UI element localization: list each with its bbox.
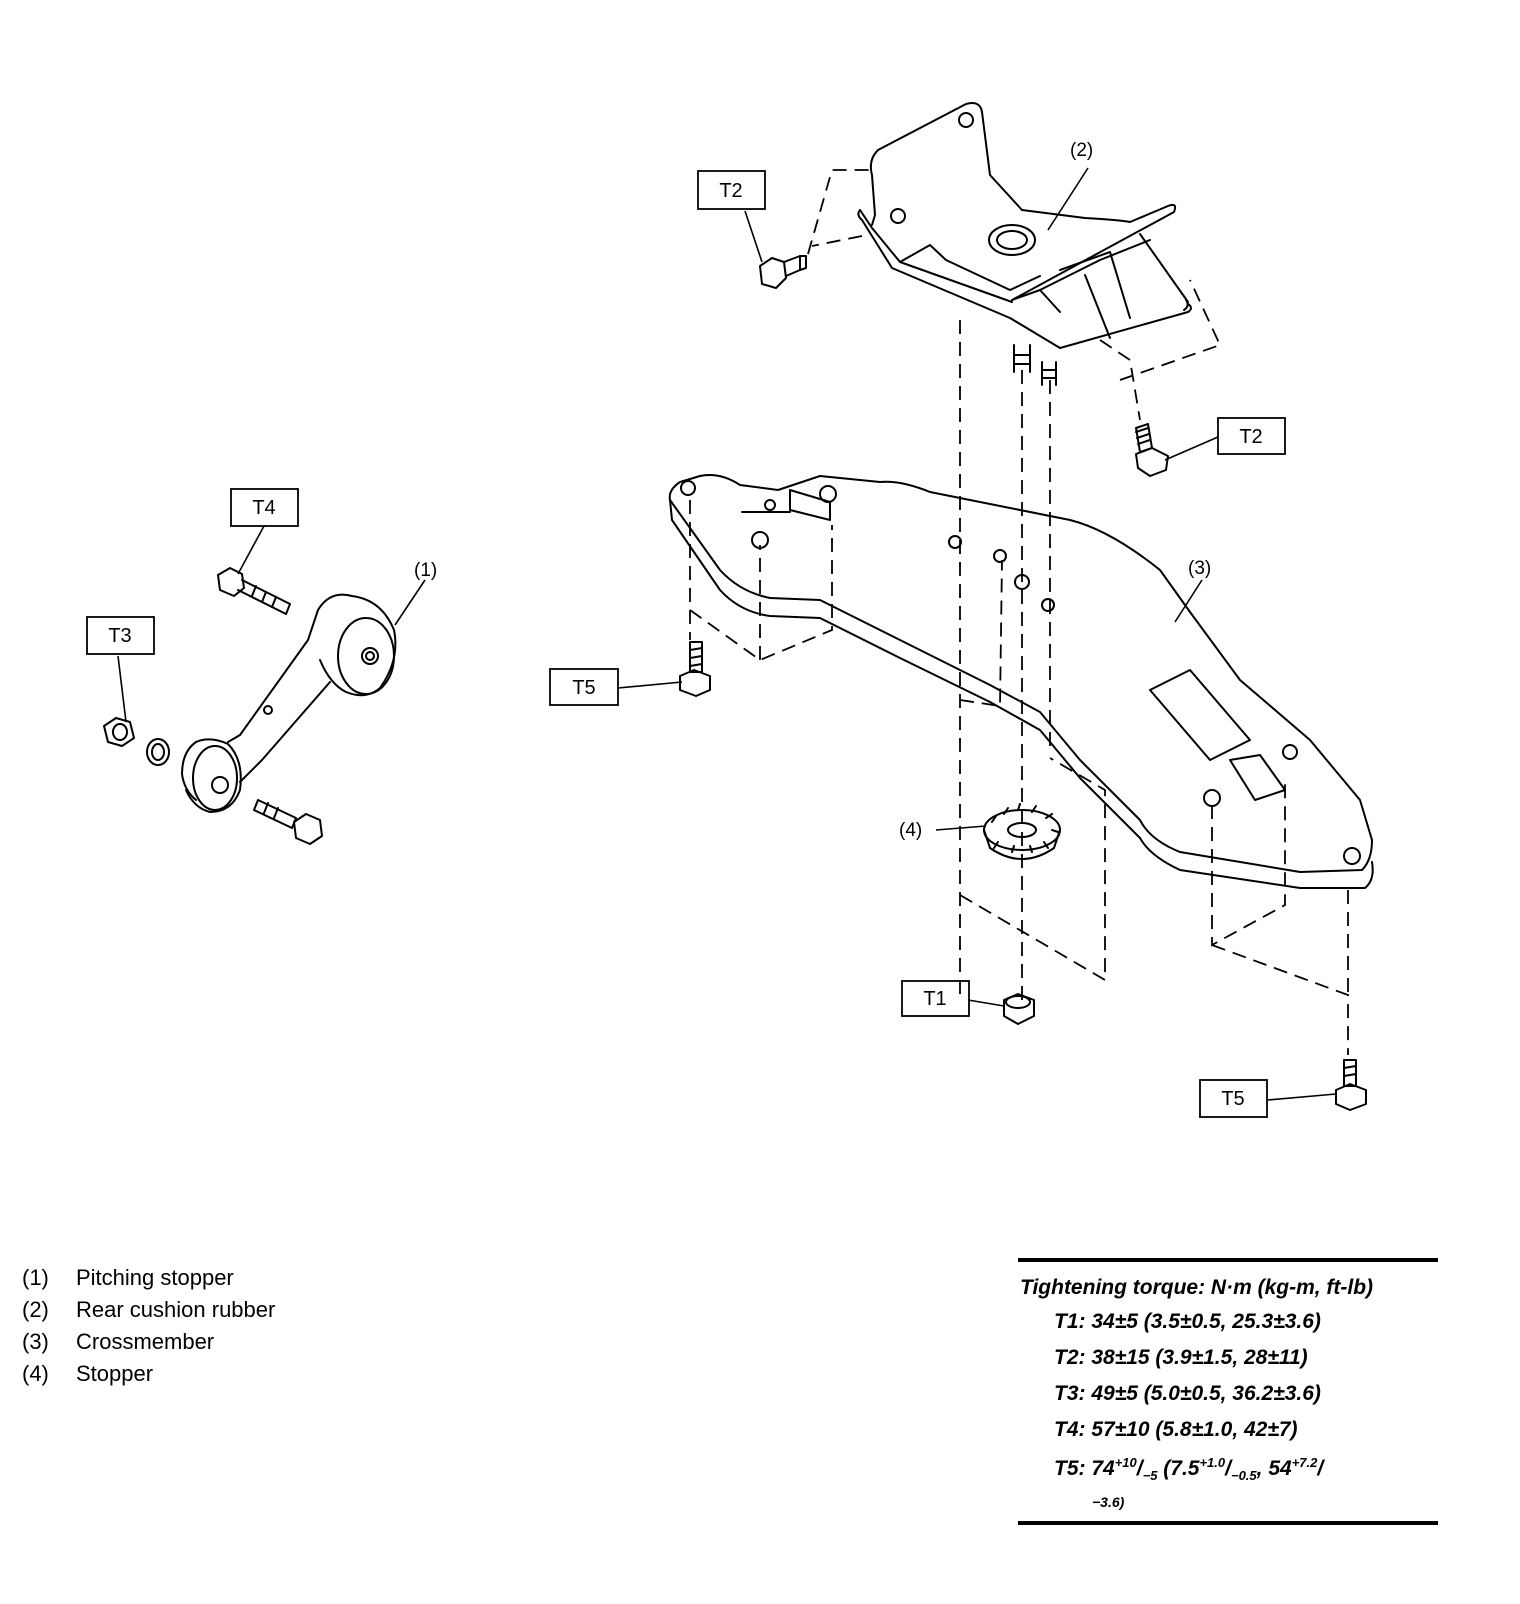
torque-t4: T4: 57±10 (5.8±1.0, 42±7) (1054, 1418, 1298, 1441)
tag-t5-bottom-text: T5 (1221, 1088, 1244, 1110)
torque-t5-sub1: −5 (1142, 1468, 1158, 1484)
legend-label: Rear cushion rubber (76, 1297, 276, 1322)
torque-t5-mid2: , 54 (1256, 1457, 1292, 1480)
torque-t5-slash2: / (1225, 1457, 1231, 1480)
legend-number: (2) (22, 1297, 49, 1322)
tag-t2-right-text: T2 (1239, 426, 1262, 448)
torque-t5: T5: 74+10/−5 (7.5+1.0/−0.5, 54+7.2/ (1054, 1448, 1438, 1491)
tag-t3: T3 (86, 616, 155, 655)
legend-item: (4) Stopper (22, 1358, 275, 1390)
callout-pitching-stopper: (1) (414, 560, 437, 581)
bolt-t2-right (1135, 423, 1169, 477)
tag-t2-upper-text: T2 (719, 180, 742, 202)
torque-t5-slash3: / (1317, 1457, 1324, 1480)
legend-label: Crossmember (76, 1329, 215, 1354)
torque-t5-sub2: −0.5 (1230, 1468, 1257, 1484)
torque-title: Tightening torque: N·m (kg-m, ft-lb) (1020, 1276, 1374, 1299)
bolt-t2-upper (759, 255, 807, 289)
tag-t1: T1 (901, 980, 970, 1017)
torque-t5-slash1: / (1136, 1457, 1143, 1480)
leader-lines (117, 167, 1337, 1101)
torque-t2: T2: 38±15 (3.9±1.5, 28±11) (1054, 1346, 1308, 1369)
nut-t3 (103, 717, 135, 747)
bolt-t4 (217, 567, 291, 615)
legend-item: (2) Rear cushion rubber (22, 1294, 275, 1326)
torque-t1: T1: 34±5 (3.5±0.5, 25.3±3.6) (1054, 1310, 1321, 1333)
tag-t5-left-text: T5 (572, 677, 595, 699)
legend-item: (3) Crossmember (22, 1326, 275, 1358)
pitching-stopper-part (181, 593, 397, 813)
tag-t4-text: T4 (252, 497, 275, 519)
washer (146, 738, 170, 766)
nut-t1 (1003, 993, 1035, 1025)
torque-t5-sup1: +10 (1114, 1455, 1137, 1470)
torque-t3: T3: 49±5 (5.0±0.5, 36.2±3.6) (1054, 1382, 1321, 1405)
tag-t4: T4 (230, 488, 299, 527)
parts-legend: (1) Pitching stopper (2) Rear cushion ru… (22, 1262, 275, 1390)
legend-number: (4) (22, 1361, 49, 1386)
legend-item: (1) Pitching stopper (22, 1262, 275, 1294)
torque-t5-prefix: T5: 74 (1054, 1457, 1115, 1480)
tag-t2-upper: T2 (697, 170, 766, 210)
alignment-lines (689, 169, 1349, 1055)
tag-t5-left: T5 (549, 668, 619, 706)
rear-cushion-rubber-part (857, 102, 1192, 386)
bolt-t5-bottom (1335, 1059, 1367, 1111)
tag-t2-right: T2 (1217, 417, 1286, 455)
legend-label: Pitching stopper (76, 1265, 234, 1290)
legend-number: (1) (22, 1265, 49, 1290)
callout-rear-cushion-rubber: (2) (1070, 140, 1093, 161)
callout-crossmember: (3) (1188, 558, 1211, 579)
legend-label: Stopper (76, 1361, 154, 1386)
torque-t5-mid: (7.5 (1157, 1457, 1200, 1480)
bolt-t5-left (679, 641, 711, 697)
torque-t5-tail: −3.6) (1092, 1494, 1125, 1511)
torque-t5-sup2: +1.0 (1199, 1455, 1226, 1470)
bolt-lower-pitching (253, 799, 323, 845)
tag-t3-text: T3 (108, 625, 131, 647)
tag-t5-bottom: T5 (1199, 1079, 1268, 1118)
callout-stopper: (4) (899, 820, 922, 841)
torque-t5-sup3: +7.2 (1291, 1455, 1318, 1470)
tightening-torque-table: Tightening torque: N·m (kg-m, ft-lb) T1:… (1018, 1258, 1438, 1526)
legend-number: (3) (22, 1329, 49, 1354)
tag-t1-text: T1 (923, 988, 946, 1010)
exploded-parts-diagram: (2) (3) (4) (1) T2 T2 T4 T3 T5 T1 T5 (86, 102, 1374, 1118)
